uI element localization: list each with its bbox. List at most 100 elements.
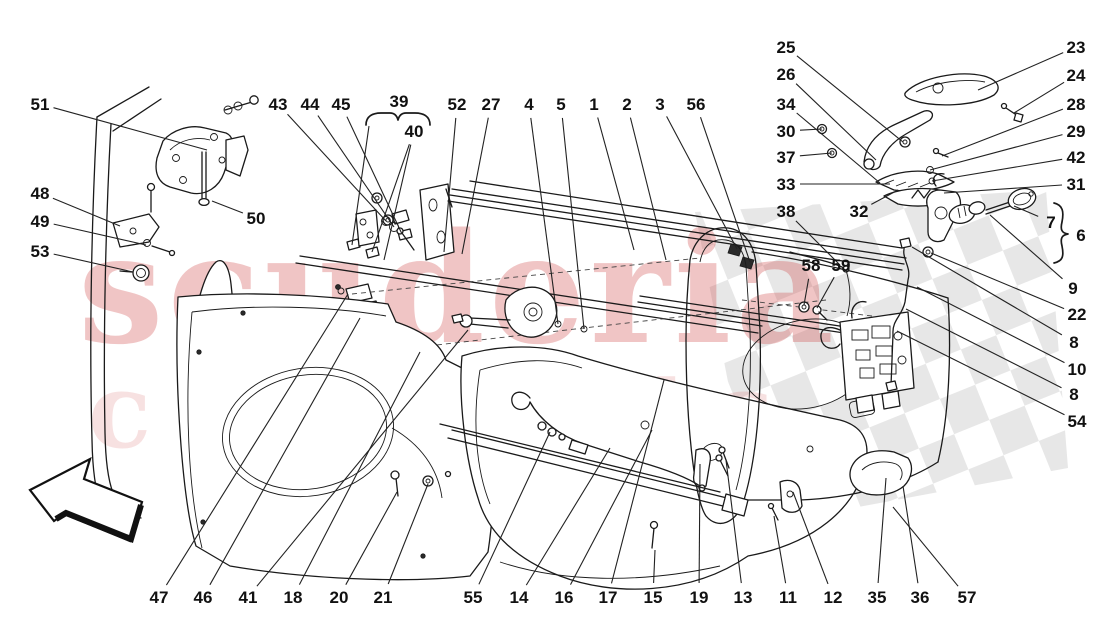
part-label-21-47: 21 — [374, 588, 393, 607]
part-label-47-42: 47 — [150, 588, 169, 607]
lock-rod — [885, 237, 934, 392]
leader-line-55 — [478, 431, 551, 585]
part-label-53-3: 53 — [31, 242, 50, 261]
part-label-31-31: 31 — [1067, 175, 1086, 194]
leader-line-35 — [877, 477, 887, 584]
leader-line-28 — [941, 108, 1064, 157]
leader-line-47 — [165, 293, 349, 586]
leader-line-23 — [977, 52, 1064, 91]
lock-cylinder — [948, 201, 986, 224]
part-label-16-50: 16 — [555, 588, 574, 607]
part-label-59-41: 59 — [832, 256, 851, 275]
part-label-19-53: 19 — [690, 588, 709, 607]
part-label-49-2: 49 — [31, 212, 50, 231]
leader-line-19 — [698, 463, 701, 584]
part-label-24-27: 24 — [1067, 66, 1086, 85]
part-label-20-46: 20 — [330, 588, 349, 607]
sill-rail — [439, 423, 749, 549]
leader-line-39 — [351, 125, 370, 246]
part-label-27-11: 27 — [482, 95, 501, 114]
leader-line-8 — [911, 246, 1063, 336]
leader-line-56 — [699, 117, 751, 263]
part-label-13-54: 13 — [734, 588, 753, 607]
upper-hinge — [155, 95, 259, 207]
leader-line-26 — [795, 83, 877, 161]
part-label-26-19: 26 — [777, 65, 796, 84]
leader-line-14 — [525, 447, 611, 586]
part-label-54-39: 54 — [1068, 412, 1087, 431]
part-label-23-26: 23 — [1067, 38, 1086, 57]
part-label-17-51: 17 — [599, 588, 618, 607]
handle-lever — [863, 110, 934, 171]
part-label-4-12: 4 — [524, 95, 534, 114]
part-label-39-8: 39 — [390, 92, 409, 111]
leader-line-58 — [803, 278, 810, 306]
part-label-1-14: 1 — [589, 95, 598, 114]
part-label-2-15: 2 — [622, 95, 631, 114]
leader-line-17 — [610, 379, 665, 584]
leader-line-4 — [530, 117, 559, 325]
release-cable — [511, 391, 706, 492]
part-label-40-9: 40 — [405, 122, 424, 141]
leader-line-25 — [796, 55, 904, 143]
leader-line-40-1 — [383, 144, 412, 261]
leader-line-52 — [443, 117, 457, 253]
leader-line-41 — [256, 329, 469, 587]
leader-line-40 — [371, 144, 410, 253]
part-label-34-20: 34 — [777, 95, 796, 114]
part-label-46-43: 46 — [194, 588, 213, 607]
part-label-41-44: 41 — [239, 588, 258, 607]
leader-line-50 — [211, 200, 244, 214]
part-label-22-35: 22 — [1068, 305, 1087, 324]
leader-line-30 — [799, 128, 823, 131]
part-label-30-21: 30 — [777, 122, 796, 141]
leader-line-29 — [929, 134, 1063, 171]
leader-line-9 — [989, 214, 1063, 280]
leader-line-24 — [1013, 81, 1065, 114]
leader-line-44 — [317, 115, 395, 228]
part-label-58-40: 58 — [802, 256, 821, 275]
door-trim-panel — [176, 260, 497, 581]
part-label-12-56: 12 — [824, 588, 843, 607]
leader-line-38 — [795, 220, 841, 266]
leader-line-22 — [930, 252, 1065, 310]
leader-line-20 — [345, 491, 398, 585]
leader-line-18 — [298, 351, 421, 585]
part-label-36-58: 36 — [911, 588, 930, 607]
door-key — [985, 187, 1037, 215]
part-label-38-24: 38 — [777, 202, 796, 221]
leader-line-36 — [902, 485, 919, 584]
leader-line-3 — [666, 116, 738, 250]
part-label-10-37: 10 — [1068, 360, 1087, 379]
part-label-3-16: 3 — [655, 95, 664, 114]
part-label-28-28: 28 — [1067, 95, 1086, 114]
leader-line-10 — [916, 286, 1065, 364]
part-label-11-55: 11 — [779, 588, 797, 607]
window-regulator — [451, 286, 588, 338]
direction-arrow-icon — [28, 456, 144, 544]
exterior-handle — [904, 73, 1024, 123]
part-label-48-1: 48 — [31, 184, 50, 203]
leader-line-32 — [871, 189, 899, 205]
leader-line-34 — [796, 112, 881, 184]
part-label-33-23: 33 — [777, 175, 796, 194]
part-label-44-6: 44 — [301, 95, 320, 114]
part-label-7-32: 7 — [1046, 213, 1055, 232]
leader-line-31 — [943, 184, 1063, 194]
part-label-50-4: 50 — [247, 209, 266, 228]
lower-hinge — [112, 182, 176, 282]
leader-line-27 — [461, 117, 489, 255]
part-label-55-48: 55 — [464, 588, 483, 607]
part-label-52-10: 52 — [448, 95, 467, 114]
part-label-15-52: 15 — [644, 588, 663, 607]
leader-line-57 — [892, 506, 959, 587]
part-label-8-36: 8 — [1069, 333, 1078, 352]
part-label-14-49: 14 — [510, 588, 529, 607]
part-label-25-18: 25 — [777, 38, 796, 57]
leader-line-59 — [816, 276, 835, 309]
part-label-42-30: 42 — [1067, 148, 1086, 167]
part-label-6-33: 6 — [1076, 226, 1085, 245]
leader-line-49 — [53, 223, 147, 246]
